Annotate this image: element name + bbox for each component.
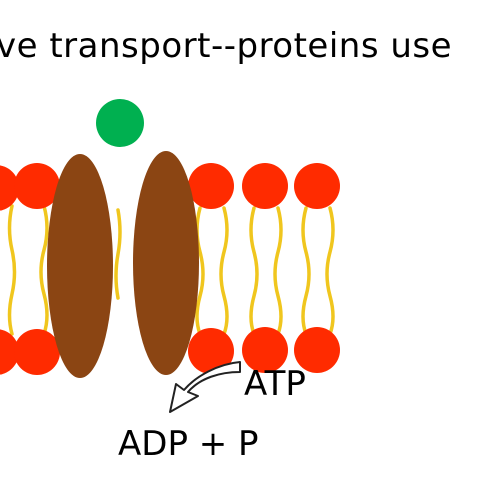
lipid-tail (325, 206, 335, 336)
phospholipid-head (0, 165, 19, 211)
adp-p-label: ADP + P (118, 424, 259, 464)
lipid-tail (7, 204, 17, 336)
phospholipid-head (242, 327, 288, 373)
transport-protein-left (47, 154, 113, 378)
lipid-tail (249, 206, 259, 336)
transported-molecule-icon (96, 99, 144, 147)
phospholipid-head (0, 329, 19, 375)
phospholipid-head (242, 163, 288, 209)
phospholipid-heads-bottom (0, 327, 340, 375)
phospholipid-heads-top (0, 163, 340, 211)
lipid-tail (301, 206, 311, 336)
transport-protein-channel (47, 151, 199, 378)
transport-protein-right (133, 151, 199, 375)
phospholipid-head (14, 329, 60, 375)
phospholipid-head (294, 163, 340, 209)
lipid-tail (219, 206, 229, 336)
lipid-tail (273, 206, 283, 336)
lipid-tail (114, 208, 122, 300)
phospholipid-head (14, 163, 60, 209)
phospholipid-head (294, 327, 340, 373)
phospholipid-head (188, 328, 234, 374)
curved-arrow-icon (169, 361, 241, 413)
diagram-title: ve transport--proteins use (0, 26, 453, 66)
phospholipid-head (188, 163, 234, 209)
atp-label: ATP (244, 364, 306, 404)
lipid-tail (39, 204, 49, 336)
